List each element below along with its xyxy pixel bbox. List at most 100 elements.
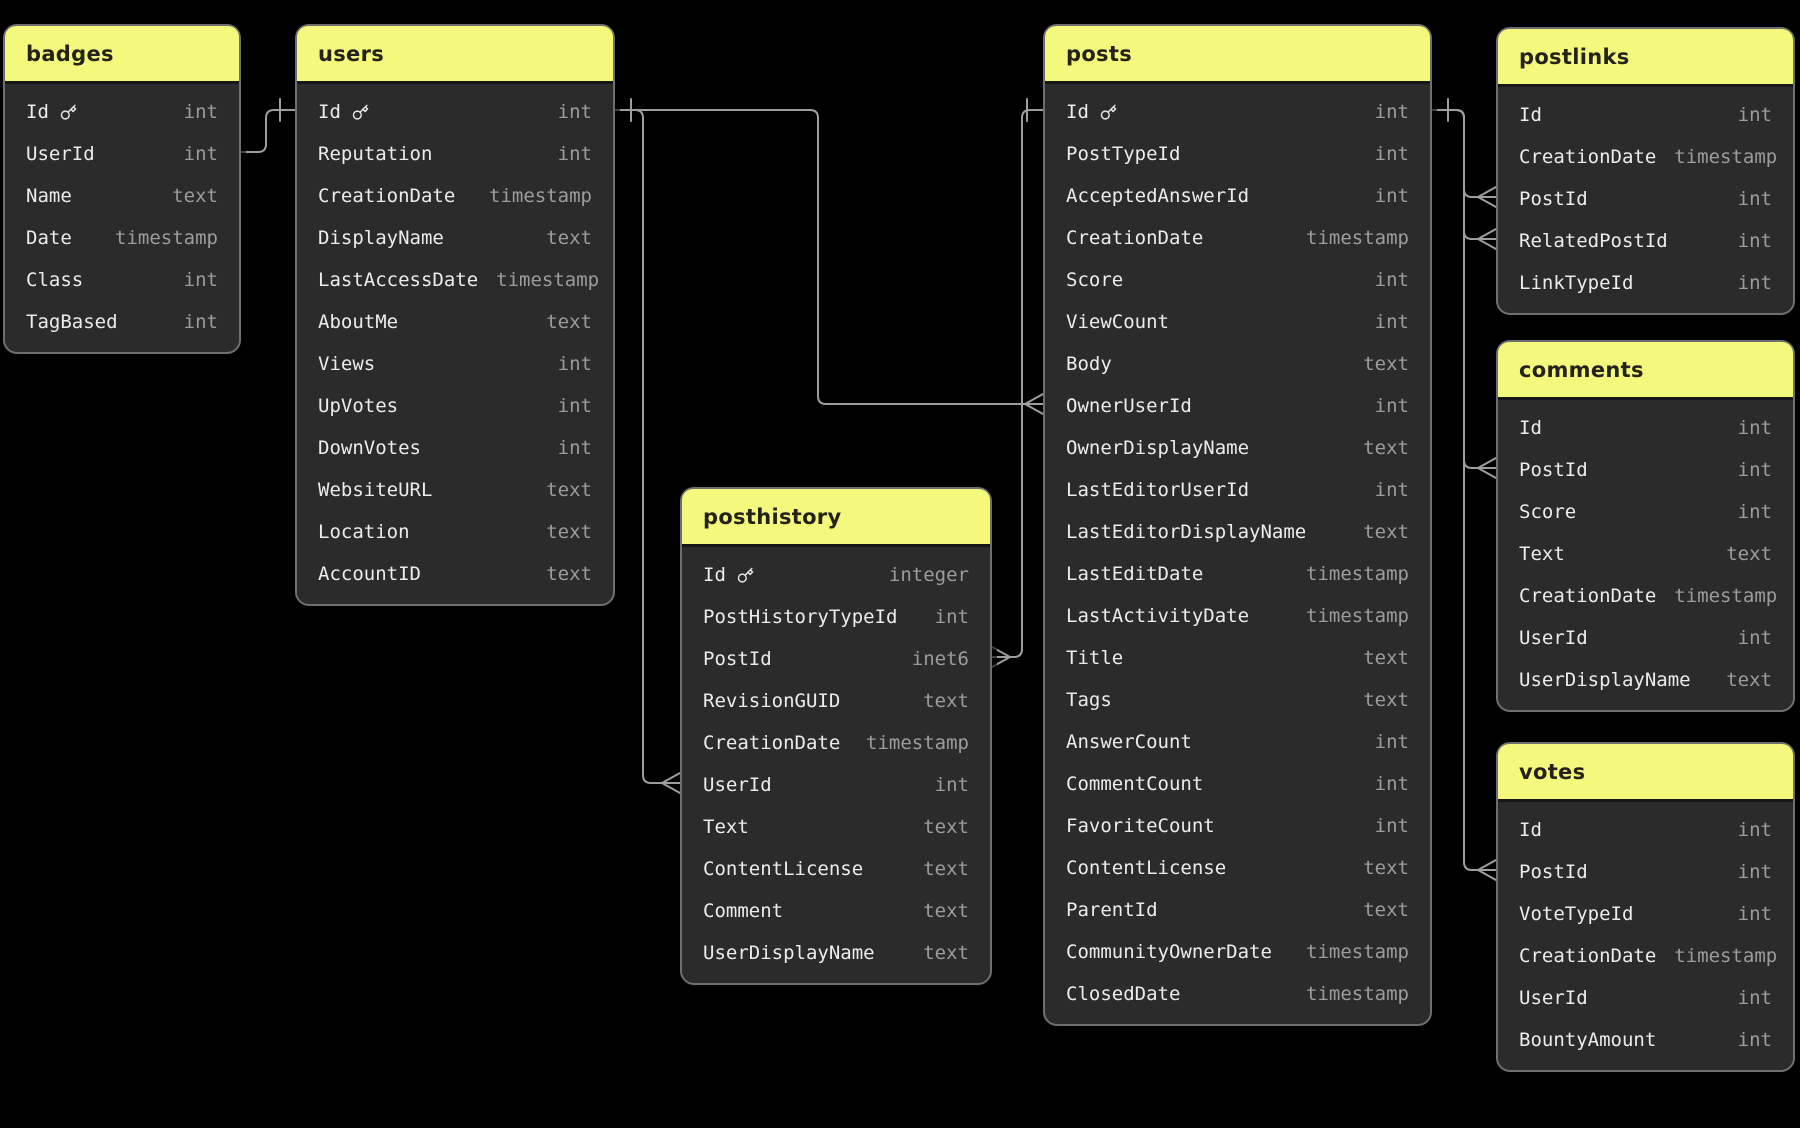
primary-key-icon	[1100, 104, 1117, 121]
crow-foot-marker	[1024, 393, 1044, 415]
column-name: PostId	[1519, 459, 1588, 481]
column-name: CreationDate	[1066, 227, 1204, 249]
crow-foot-marker	[1477, 186, 1497, 208]
column-type: int	[183, 311, 218, 333]
column-row-CreationDate: CreationDate timestamp	[1045, 217, 1430, 259]
column-name: FavoriteCount	[1066, 815, 1215, 837]
column-type: timestamp	[1306, 227, 1409, 249]
column-type: text	[1363, 647, 1409, 669]
column-type: int	[557, 101, 592, 123]
crow-foot-marker	[661, 772, 681, 794]
column-name: CreationDate	[1519, 585, 1657, 607]
column-name: UserId	[1519, 627, 1588, 649]
table-title: posts	[1066, 41, 1132, 66]
column-row-AccountID: AccountID text	[297, 553, 613, 595]
primary-key-icon	[737, 567, 754, 584]
column-name: Class	[26, 269, 84, 291]
table-header[interactable]: badges	[5, 26, 239, 84]
relationship-line	[1431, 109, 1479, 240]
column-row-LastEditDate: LastEditDate timestamp	[1045, 553, 1430, 595]
column-type: text	[546, 563, 592, 585]
column-type: text	[1363, 689, 1409, 711]
relationship-line	[614, 109, 663, 784]
column-type: int	[1374, 269, 1409, 291]
column-name: Id	[1066, 101, 1089, 123]
column-name: PostId	[1519, 188, 1588, 210]
table-header[interactable]: postlinks	[1498, 29, 1793, 87]
column-type: int	[1737, 501, 1772, 523]
relationship-line	[1431, 109, 1479, 469]
column-row-Id: Id int	[1045, 91, 1430, 133]
table-header[interactable]: posts	[1045, 26, 1430, 84]
column-name: Comment	[703, 900, 784, 922]
column-row-Title: Title text	[1045, 637, 1430, 679]
column-row-PostId: PostId int	[1498, 449, 1793, 491]
column-row-PostId: PostId int	[1498, 178, 1793, 220]
column-name: DisplayName	[318, 227, 444, 249]
column-type: timestamp	[1306, 983, 1409, 1005]
column-name: Views	[318, 353, 376, 375]
relationship-line	[1431, 109, 1479, 871]
table-header[interactable]: users	[297, 26, 613, 84]
column-type: int	[1737, 272, 1772, 294]
column-name: Location	[318, 521, 410, 543]
column-name: AccountID	[318, 563, 421, 585]
column-name: CreationDate	[318, 185, 456, 207]
column-type: int	[1737, 230, 1772, 252]
column-type: int	[1737, 459, 1772, 481]
column-name: AcceptedAnswerId	[1066, 185, 1250, 207]
column-name: Date	[26, 227, 72, 249]
table-header[interactable]: votes	[1498, 744, 1793, 802]
column-name: ContentLicense	[1066, 857, 1227, 879]
column-type: int	[1374, 101, 1409, 123]
column-type: timestamp	[1306, 563, 1409, 585]
column-type: text	[546, 479, 592, 501]
column-name: LastEditDate	[1066, 563, 1204, 585]
column-type: text	[923, 900, 969, 922]
column-name: RelatedPostId	[1519, 230, 1668, 252]
column-type: text	[1363, 899, 1409, 921]
crow-foot-marker	[1477, 228, 1497, 250]
column-type: int	[557, 143, 592, 165]
table-header[interactable]: posthistory	[682, 489, 990, 547]
column-name: Title	[1066, 647, 1124, 669]
column-name: ClosedDate	[1066, 983, 1181, 1005]
table-header[interactable]: comments	[1498, 342, 1793, 400]
column-type: int	[1737, 188, 1772, 210]
column-type: timestamp	[1674, 945, 1778, 967]
column-name: ContentLicense	[703, 858, 864, 880]
